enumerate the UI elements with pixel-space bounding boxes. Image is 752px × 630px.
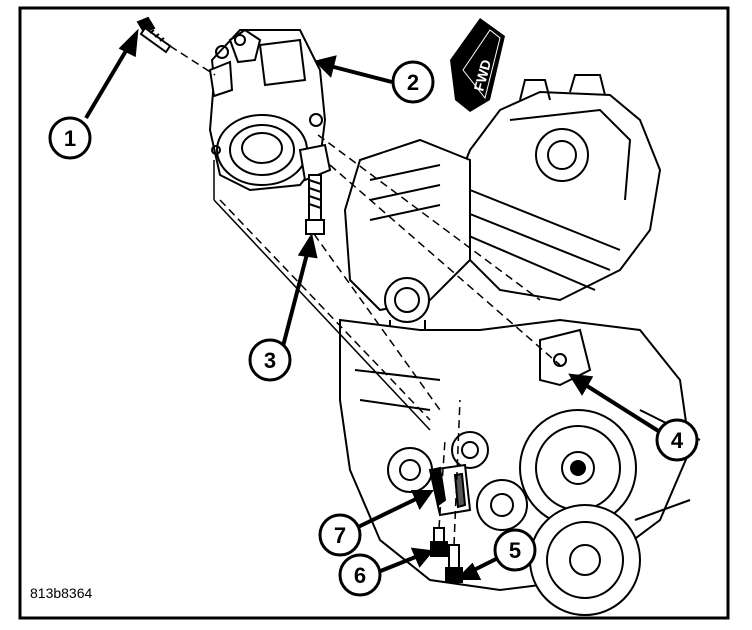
assembly-lines [169, 45, 561, 546]
callout-arrowhead-7 [410, 490, 434, 511]
callout-5: 5 [493, 528, 537, 572]
callout-arrowhead-6 [410, 547, 434, 568]
callout-arrowhead-3 [297, 232, 318, 259]
callout-arrowhead-4 [568, 373, 594, 396]
forward-direction-indicator: FWD [450, 18, 505, 112]
callout-7-label: 7 [334, 523, 346, 548]
fwd-label: FWD [470, 58, 494, 93]
callout-6: 6 [338, 553, 382, 597]
callout-arrowhead-1 [118, 28, 139, 58]
callout-3: 3 [248, 338, 292, 382]
callout-2: 2 [391, 60, 435, 104]
bolt-1-shape [136, 16, 172, 54]
callout-arrows [84, 28, 662, 580]
callout-5-label: 5 [509, 538, 521, 563]
figure-border [18, 6, 730, 620]
callout-arrow-6 [377, 554, 419, 574]
figure-code: 813b8364 [30, 585, 93, 601]
callout-markers: 1 2 3 4 5 6 7 [48, 60, 699, 597]
callout-3-label: 3 [264, 348, 276, 373]
guide-lines [213, 160, 431, 431]
callout-arrowhead-2 [314, 55, 337, 78]
callout-4-label: 4 [671, 428, 684, 453]
ac-compressor [208, 28, 332, 192]
callout-arrow-4 [582, 382, 662, 434]
callout-1-label: 1 [64, 126, 76, 151]
callout-4: 4 [655, 418, 699, 462]
callout-6-label: 6 [354, 563, 366, 588]
callout-arrow-7 [355, 496, 419, 530]
callout-2-label: 2 [407, 70, 419, 95]
callout-arrowhead-5 [455, 562, 482, 580]
callout-arrow-3 [280, 249, 310, 351]
callout-1: 1 [48, 116, 92, 160]
callout-7: 7 [318, 513, 362, 557]
engine-illustration [339, 74, 701, 616]
callout-arrow-1 [84, 42, 132, 120]
callout-arrow-2 [329, 64, 393, 84]
bolt-6-shape [430, 527, 448, 557]
bolt-3-shape [305, 174, 325, 235]
